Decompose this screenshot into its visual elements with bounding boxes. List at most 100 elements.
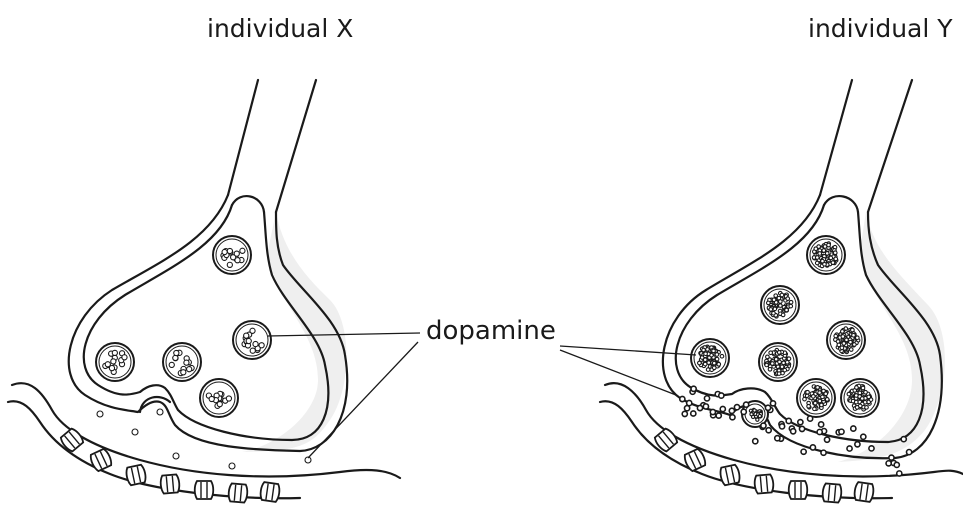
cleft-dopamine-y — [889, 455, 894, 460]
cleft-dopamine-y — [855, 442, 860, 447]
cleft-dopamine-y — [716, 413, 721, 418]
dopamine-molecule — [111, 359, 116, 364]
cleft-dopamine-y — [824, 437, 829, 442]
cleft-dopamine-y — [799, 426, 804, 431]
cleft-dopamine-x — [173, 453, 179, 459]
dopamine-molecule — [112, 350, 117, 355]
receptor-body — [854, 482, 875, 502]
dopamine-molecule — [240, 248, 245, 253]
vesicle-x-1 — [213, 236, 251, 274]
cleft-dopamine-y — [744, 402, 749, 407]
cleft-dopamine-y — [691, 386, 696, 391]
receptor-x-7 — [260, 482, 281, 502]
dopamine-molecule — [758, 414, 761, 417]
dopamine-molecule — [814, 247, 818, 251]
cleft-dopamine-x — [157, 409, 163, 415]
cleft-dopamine-x — [229, 463, 235, 469]
cleft-dopamine-y — [741, 409, 746, 414]
dopamine-molecule — [860, 397, 864, 401]
receptor-body — [59, 427, 85, 453]
dopamine-molecule — [867, 395, 871, 399]
receptor-body — [125, 464, 147, 485]
dopamine-molecule — [720, 354, 724, 358]
dopamine-molecule — [750, 413, 753, 416]
dopamine-molecule — [109, 365, 114, 370]
dopamine-molecule — [861, 386, 865, 390]
dopamine-molecule — [707, 361, 711, 365]
cleft-dopamine-y — [817, 429, 822, 434]
cleft-dopamine-y — [734, 405, 739, 410]
dopamine-molecule — [703, 358, 707, 362]
dopamine-molecule — [852, 333, 856, 337]
dopamine-molecule — [834, 257, 838, 261]
dopamine-molecule — [841, 335, 845, 339]
cleft-dopamine-y — [704, 396, 709, 401]
dopamine-molecule — [856, 336, 860, 340]
receptor-body — [719, 464, 741, 485]
vesicle-y-6 — [797, 379, 835, 417]
cleft-dopamine-y — [801, 449, 806, 454]
cleft-dopamine-y — [861, 434, 866, 439]
axon-right-wall-x — [276, 80, 316, 212]
cleft-dopamine-y — [821, 450, 826, 455]
fusion-pit-x — [140, 397, 170, 412]
dopamine-molecule — [815, 256, 819, 260]
dopamine-molecule — [831, 261, 835, 265]
cleft-dopamine-y — [766, 428, 771, 433]
dopamine-molecule — [253, 341, 258, 346]
label-dopamine: dopamine — [426, 316, 556, 346]
dopamine-molecule — [717, 362, 721, 366]
dopamine-molecule — [813, 407, 817, 411]
cleft-dopamine-y — [765, 405, 770, 410]
receptor-body — [789, 481, 808, 499]
receptor-x-1 — [59, 427, 85, 453]
vesicle-y-3 — [827, 321, 865, 359]
cleft-dopamine-y — [720, 406, 725, 411]
cleft-dopamine-y — [719, 393, 724, 398]
cleft-dopamine-y — [798, 420, 803, 425]
vesicle-y-2 — [761, 286, 799, 324]
cleft-dopamine-y — [869, 446, 874, 451]
cleft-dopamine-x — [132, 429, 138, 435]
dopamine-molecule — [227, 262, 232, 267]
axon-left-wall-x — [228, 80, 258, 195]
cleft-dopamine-y — [682, 411, 687, 416]
dopamine-molecule — [173, 355, 178, 360]
cleft-dopamine-y — [819, 422, 824, 427]
vesicle-x-5 — [200, 379, 238, 417]
dopamine-molecule — [818, 399, 822, 403]
cleft-dopamine-y — [729, 408, 734, 413]
dopamine-molecule — [769, 351, 773, 355]
dopamine-molecule — [834, 334, 838, 338]
receptor-y-2 — [683, 448, 707, 472]
dopamine-molecule — [780, 293, 784, 297]
dopamine-molecule — [864, 390, 868, 394]
dopamine-molecule — [715, 357, 719, 361]
cleft-dopamine-y — [753, 439, 758, 444]
dopamine-molecule — [244, 333, 249, 338]
dopamine-molecule — [771, 362, 775, 366]
dopamine-molecule — [704, 352, 708, 356]
dopamine-molecule — [803, 397, 807, 401]
dopamine-molecule — [778, 360, 782, 364]
dopamine-molecule — [698, 361, 702, 365]
receptor-body — [195, 481, 214, 499]
cleft-dopamine-y — [886, 461, 891, 466]
dopamine-molecule — [854, 394, 858, 398]
vesicle-x-2 — [233, 321, 271, 359]
cleft-dopamine-y — [710, 409, 715, 414]
dopamine-molecule — [234, 251, 239, 256]
vesicle-y-7 — [841, 379, 879, 417]
receptor-body — [228, 483, 248, 503]
cleft-dopamine-y — [847, 446, 852, 451]
dopamine-molecule — [767, 301, 771, 305]
dopamine-molecule — [250, 328, 255, 333]
vesicle-x-4 — [163, 343, 201, 381]
dopamine-molecule — [235, 258, 240, 263]
cleft-dopamine-y — [786, 418, 791, 423]
receptor-x-2 — [89, 448, 113, 472]
dopamine-molecule — [766, 355, 770, 359]
axon-right-wall-y — [868, 80, 912, 212]
dopamine-molecule — [786, 297, 790, 301]
cleft-dopamine-y — [907, 449, 912, 454]
